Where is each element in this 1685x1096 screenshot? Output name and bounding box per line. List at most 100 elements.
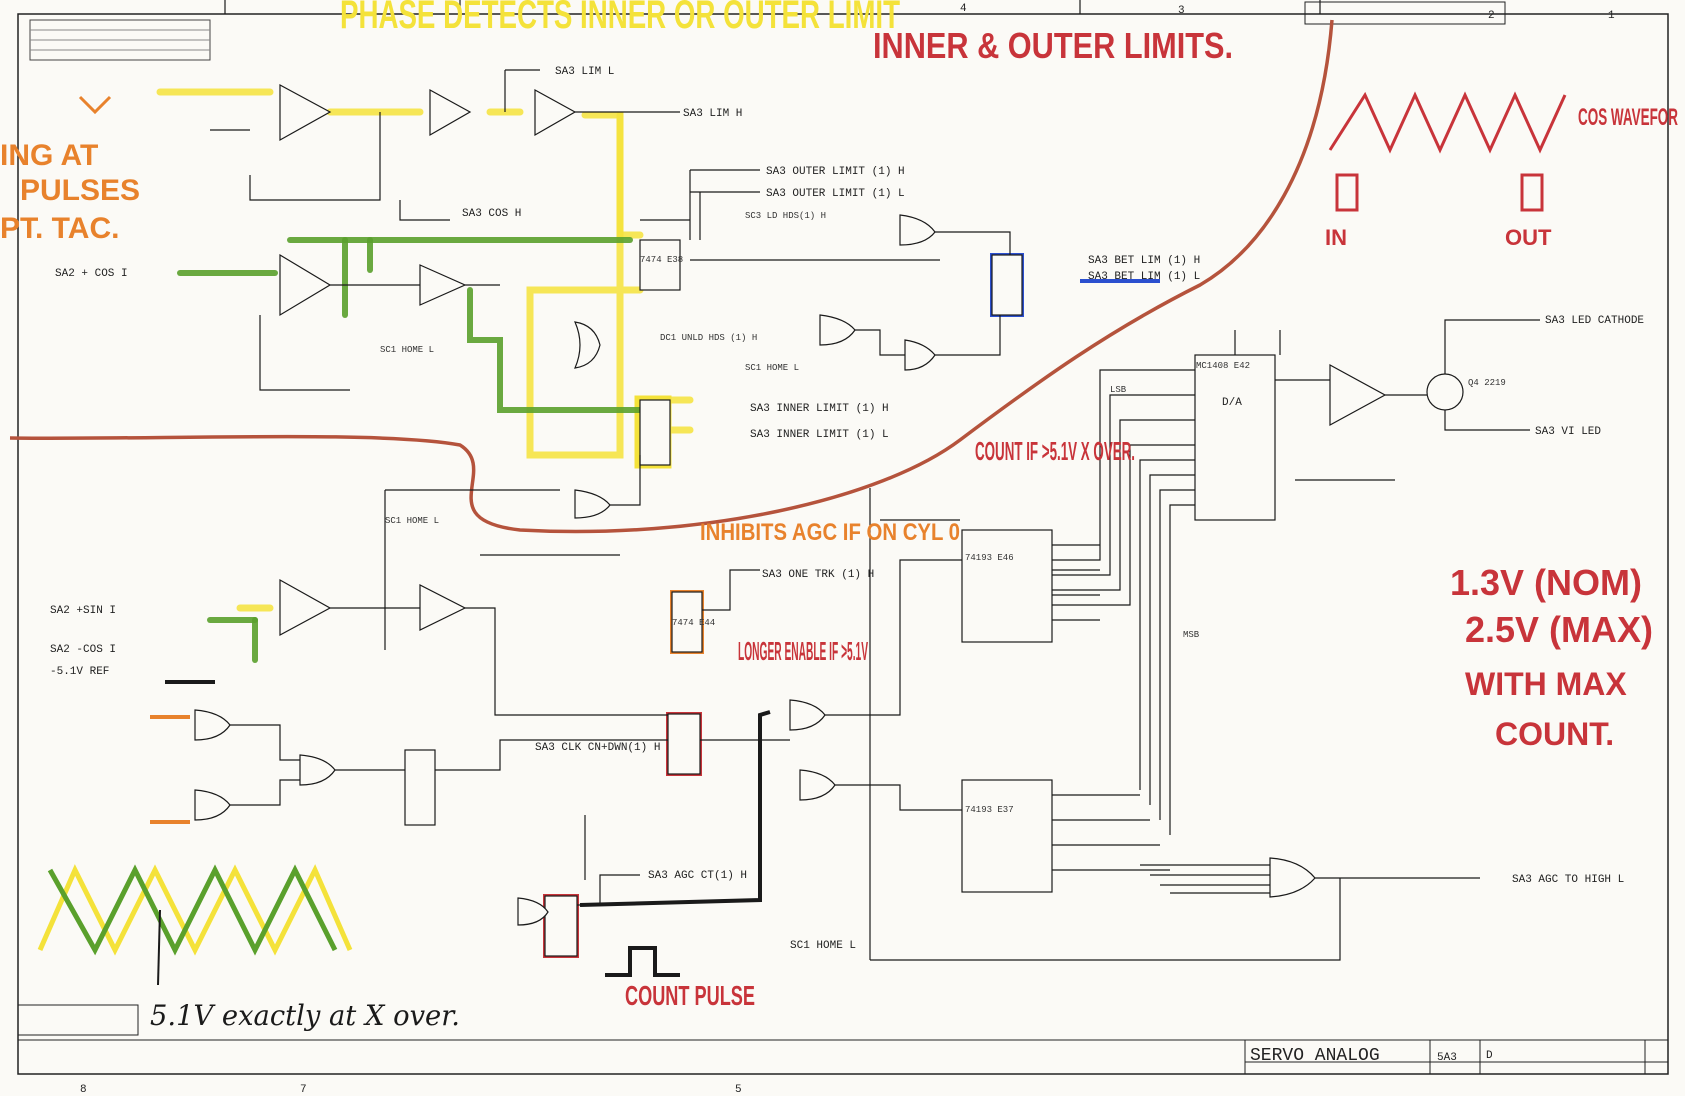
ff-e44-lower (671, 591, 703, 653)
label-sc1-home-1: SC1 HOME L (380, 345, 434, 355)
annot-ing-at: ING AT (0, 139, 98, 172)
zone-top-2: 3 (1178, 5, 1185, 17)
nand-e40-c (194, 709, 231, 741)
ff-e38-top (639, 239, 681, 291)
label-sa3-outer-l: SA3 OUTER LIMIT (1) L (766, 188, 905, 200)
annot-inhibits: INHIBITS AGC IF ON CYL 0 (700, 519, 960, 546)
label-sa3-clk: SA3 CLK CN+DWN(1) H (535, 742, 660, 754)
boundary-curve (9, 19, 1334, 534)
count-pulse-sketch (605, 946, 680, 977)
annot-pulses: PULSES (20, 174, 140, 207)
sheet-id: 5A3 (1437, 1052, 1457, 1064)
label-sa2-cos: SA2 + COS I (55, 268, 128, 280)
label-sa2-cos-neg: SA2 -COS I (50, 644, 116, 656)
label-da: D/A (1222, 397, 1242, 409)
zone-top-4: 1 (1608, 10, 1615, 22)
ff-e44-top (991, 254, 1023, 316)
drawing-number-box (1304, 1, 1506, 25)
nand-e42-c (299, 754, 336, 786)
ff-e34-left (404, 749, 436, 826)
hand-annotations: PHASE DETECTS INNER OR OUTER LIMIT INNER… (0, 0, 1678, 1032)
annot-voltage-3: WITH MAX (1465, 666, 1627, 702)
label-sa3-inner-l: SA3 INNER LIMIT (1) L (750, 429, 889, 441)
nand-e20b (799, 769, 836, 801)
label-lsb: LSB (1110, 385, 1127, 395)
nand-e40-d (194, 789, 231, 821)
annot-tac: PT. TAC. (0, 212, 119, 245)
label-sa3-inner-h: SA3 INNER LIMIT (1) H (750, 403, 889, 415)
in-marker-box (1335, 173, 1359, 212)
label-sc1-home-4: SC1 HOME L (790, 940, 856, 952)
annot-count-pulse: COUNT PULSE (625, 980, 755, 1011)
ff-e34-lower (544, 895, 578, 957)
title-block: SERVO ANALOG 5A3 D (17, 1004, 1669, 1075)
label-sa3-led: SA3 LED CATHODE (1545, 315, 1644, 327)
buffer-e25-mid (419, 264, 467, 306)
annot-out: OUT (1505, 225, 1552, 250)
da-converter-e42 (1194, 354, 1276, 521)
label-dc1-unld: DC1 UNLD HDS (1) H (660, 333, 757, 343)
yellow-waveform-sketch (37, 864, 353, 956)
zone-markers-bottom: 8 7 5 (80, 1084, 742, 1096)
buffer-e26 (534, 88, 577, 137)
annot-xover: 5.1V exactly at X over. (150, 999, 460, 1032)
label-sa2-sin: SA2 +SIN I (50, 605, 116, 617)
label-msb: MSB (1183, 630, 1200, 640)
transistor-q4 (1426, 373, 1464, 411)
xover-arrow (157, 909, 161, 986)
green-traces (177, 237, 643, 663)
label-sa3-vi-led: SA3 VI LED (1535, 426, 1601, 438)
zone-bottom-2: 7 (300, 1084, 307, 1096)
annot-voltage-1: 1.3V (NOM) (1450, 562, 1642, 603)
opamp-e1a-mid (279, 253, 332, 317)
zone-top-1: 4 (960, 3, 967, 15)
label-sa3-outer-h: SA3 OUTER LIMIT (1) H (766, 166, 905, 178)
counter-e46 (961, 529, 1053, 643)
orange-pulse-sketch (78, 95, 112, 115)
label-sa3-one-trk: SA3 ONE TRK (1) H (762, 569, 874, 581)
zone-bottom-1: 8 (80, 1084, 87, 1096)
counter-e37 (961, 779, 1053, 893)
revision-box (17, 1004, 139, 1036)
nand-e41-b (904, 339, 936, 371)
label-sa3-bet-l: SA3 BET LIM (1) L (1088, 271, 1200, 283)
label-e37: 74193 E37 (965, 805, 1014, 815)
label-e46: 74193 E46 (965, 553, 1014, 563)
label-sa3-bet-h: SA3 BET LIM (1) H (1088, 255, 1200, 267)
ff-e38-bottom (639, 399, 671, 466)
component-labels: 7474 E38 MC1408 E42 D/A Q4 2219 LSB MSB … (640, 255, 1506, 815)
zone-top-3: 2 (1488, 10, 1495, 22)
nand-e41-c (574, 489, 611, 519)
label-e44: 7474 E44 (672, 618, 715, 628)
label-sa3-lim-h: SA3 LIM H (683, 108, 742, 120)
size-code: D (1486, 1050, 1493, 1062)
label-q4: Q4 2219 (1468, 378, 1506, 388)
ff-e46-lower (667, 713, 701, 775)
circuit-wiring (194, 69, 1540, 961)
black-trace-count (579, 710, 771, 907)
label-e38: 7474 E38 (640, 255, 683, 265)
signal-labels: SA3 LIM L SA3 LIM H SA3 OUTER LIMIT (1) … (50, 66, 1644, 952)
nand-e37 (789, 699, 826, 731)
label-sa3-lim-l: SA3 LIM L (555, 66, 614, 78)
nand-e40-a (819, 314, 856, 346)
out-marker-box (1520, 173, 1544, 212)
green-waveform-sketch (47, 864, 338, 956)
buffer-e25-top (429, 88, 472, 137)
annot-cos-waveform: COS WAVEFOR (1578, 104, 1678, 131)
label-sc1-home-2: SC1 HOME L (745, 363, 799, 373)
annot-voltage-2: 2.5V (MAX) (1465, 609, 1653, 650)
nand-e34-input (517, 897, 549, 926)
nand-e20 (1269, 857, 1316, 898)
cos-waveform-sketch (1328, 91, 1567, 154)
label-sc3-ld: SC3 LD HDS(1) H (745, 211, 826, 221)
label-sa3-agc-ct: SA3 AGC CT(1) H (648, 870, 747, 882)
label-sa3-cos-h: SA3 COS H (462, 208, 521, 220)
annot-in: IN (1325, 225, 1347, 250)
label-ref: -5.1V REF (50, 666, 109, 678)
annot-voltage-4: COUNT. (1495, 716, 1614, 752)
label-sc1-home-3: SC1 HOME L (385, 516, 439, 526)
nor-e41-a (574, 321, 601, 369)
annot-longer: LONGER ENABLE IF >5.1V (738, 636, 868, 666)
